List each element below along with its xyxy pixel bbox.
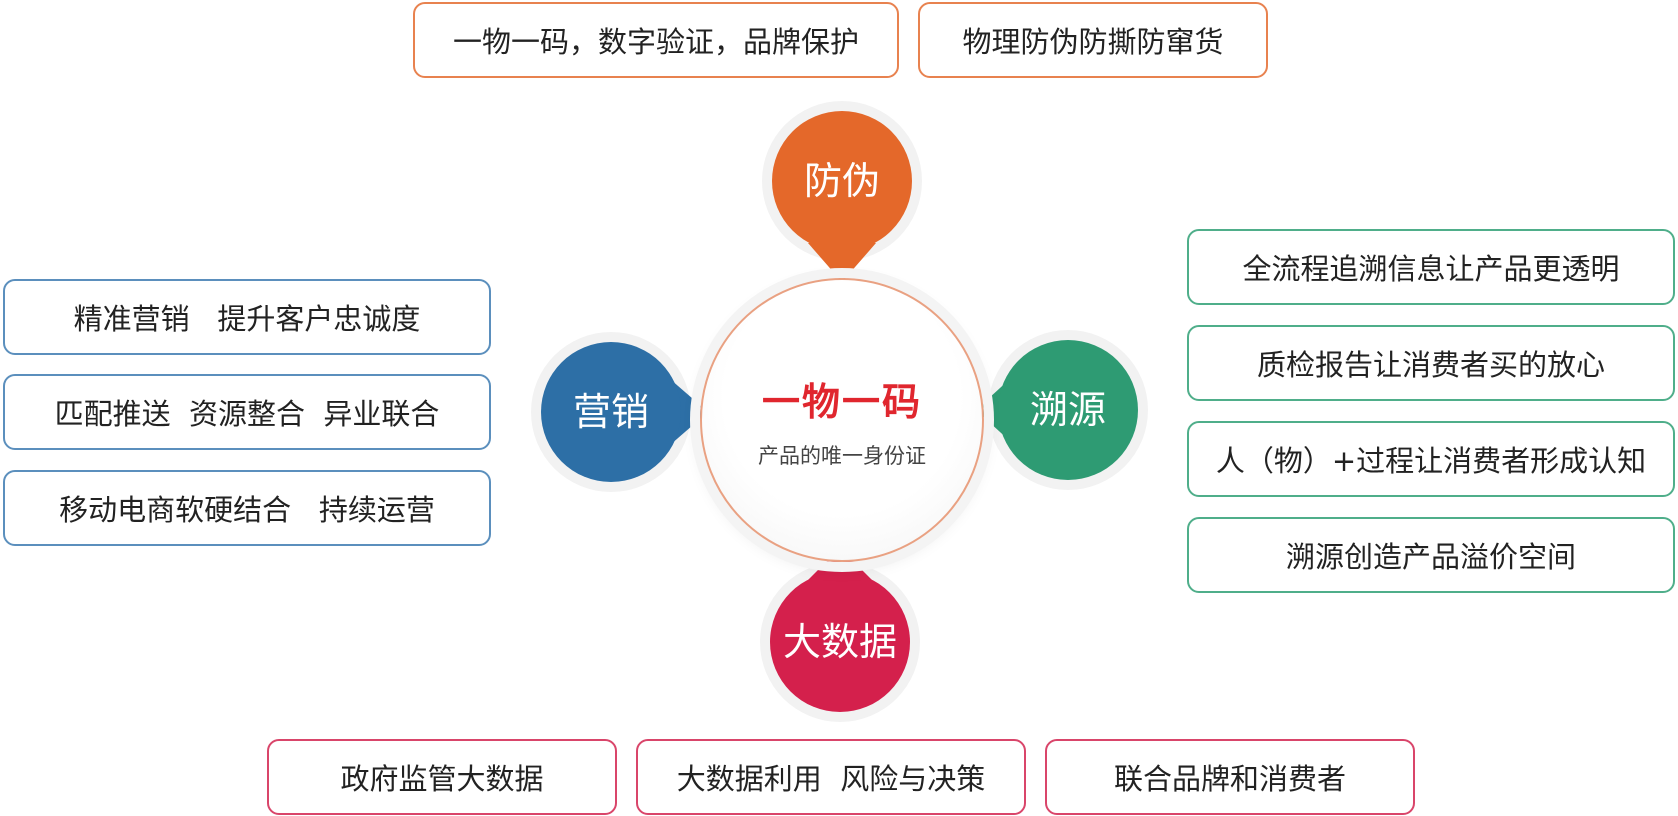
pin-marketing [531, 332, 708, 492]
pin-label-big-data: 大数据 [782, 620, 897, 664]
feature-box-quality-report: 质检报告让消费者买的放心 [1187, 325, 1675, 401]
pin-label-traceability: 溯源 [1029, 388, 1106, 432]
feature-box-brand-protection: 一物一码，数字验证，品牌保护 [413, 2, 899, 78]
feature-box-precision-marketing: 精准营销 提升客户忠诚度 [3, 279, 491, 355]
feature-box-risk-decision: 大数据利用 风险与决策 [636, 739, 1026, 815]
pin-label-anti-counterfeit: 防伪 [803, 159, 880, 203]
pin-label-marketing: 营销 [572, 390, 649, 434]
feature-box-premium-space: 溯源创造产品溢价空间 [1187, 517, 1675, 593]
hub-title: 一物一码 [761, 379, 922, 424]
feature-box-physical-anti-counterfeit: 物理防伪防撕防窜货 [918, 2, 1268, 78]
hub-subtitle: 产品的唯一身份证 [758, 443, 926, 468]
feature-box-joint-brand: 联合品牌和消费者 [1045, 739, 1415, 815]
feature-box-government-supervision: 政府监管大数据 [267, 739, 617, 815]
pin-anti-counterfeit [762, 101, 922, 282]
feature-box-mobile-ecommerce: 移动电商软硬结合 持续运营 [3, 470, 491, 546]
feature-box-matching-push: 匹配推送 资源整合 异业联合 [3, 374, 491, 450]
pin-big-data [760, 548, 920, 722]
center-hub: 一物一码 产品的唯一身份证 [700, 278, 984, 562]
pin-traceability [976, 330, 1148, 490]
feature-box-full-process-trace: 全流程追溯信息让产品更透明 [1187, 229, 1675, 305]
feature-box-consumer-cognition: 人（物）+过程让消费者形成认知 [1187, 421, 1675, 497]
